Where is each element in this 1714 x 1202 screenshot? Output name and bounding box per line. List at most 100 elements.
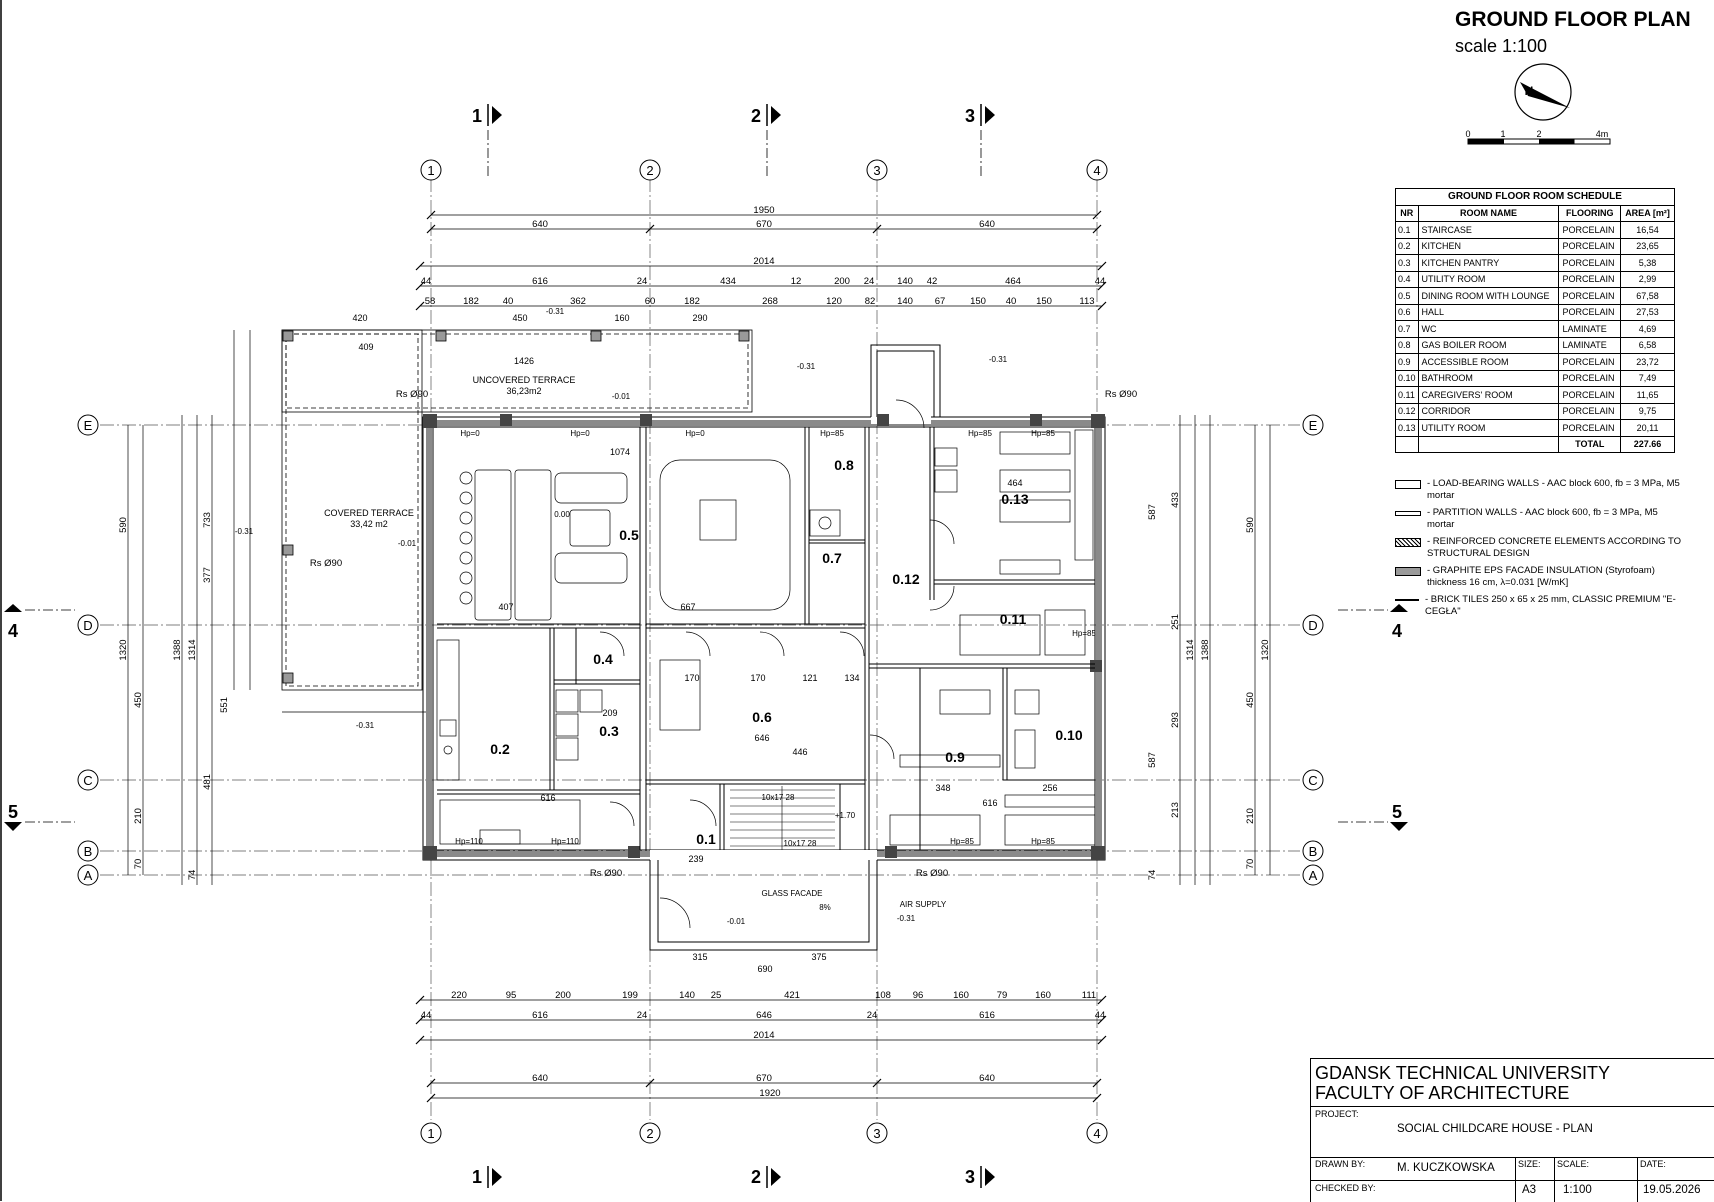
hp-1: Hp=0 [570,429,590,438]
room-0-10: 0.10 [1055,727,1082,743]
schedule-cell-area: 5,38 [1620,254,1675,272]
schedule-cell-nr: 0.11 [1395,386,1419,404]
dim-bot-r1-2: 200 [555,990,571,1001]
room-0-3: 0.3 [599,723,619,739]
legend-swatch [1395,567,1421,576]
schedule-cell-name: KITCHEN [1417,237,1560,255]
hp-4: Hp=85 [968,429,992,438]
dim-bot-r1-11: 160 [1035,990,1051,1001]
schedule-cell-name: GAS BOILER ROOM [1417,336,1560,354]
legend-swatch [1395,538,1421,547]
dim-top-bay-3: 640 [979,219,995,230]
level-6: -0.31 [797,362,816,371]
dim-left-inner-3: 481 [202,774,213,790]
schedule-cell-nr: 0.7 [1395,320,1419,338]
rs-label-1: Rs Ø90 [396,389,428,400]
schedule-cell-name: UTILITY ROOM [1417,419,1560,437]
inner-dim-8: 667 [680,602,695,612]
air-supply-label: AIR SUPPLY [900,900,947,909]
dim-top-r4-14: 113 [1079,296,1094,307]
project-label: PROJECT: [1315,1109,1359,1119]
dim-top-r3-9: 464 [1005,276,1021,287]
title-block: GDANSK TECHNICAL UNIVERSITY FACULTY OF A… [1310,1058,1714,1202]
size-label: SIZE: [1518,1159,1541,1169]
dim-top-r4-9: 140 [897,296,913,307]
grid-label-2-top: 2 [646,163,653,178]
scale-bar: 0 1 2 4m [1465,129,1611,145]
room-0-8: 0.8 [834,457,854,473]
title-block-institution: GDANSK TECHNICAL UNIVERSITY FACULTY OF A… [1315,1063,1610,1103]
level-10: +1.70 [835,811,856,820]
schedule-cell-flooring: LAMINATE [1558,320,1622,338]
scale-bar-2: 2 [1536,129,1541,139]
schedule-cell-flooring: PORCELAIN [1558,369,1622,387]
plan-title-block: GROUND FLOOR PLAN scale 1:100 [1455,8,1691,57]
inner-dim-19: 239 [688,854,703,864]
plan-scale: scale 1:100 [1455,36,1548,56]
bedroom-furniture [889,429,1096,846]
dim-right-1388: 1388 [1200,639,1211,660]
schedule-cell-name: CORRIDOR [1417,402,1560,420]
bottom-dimension-chains [415,995,1107,1103]
dim-bot-r2-2: 24 [637,1010,648,1021]
hp-5: Hp=85 [1031,429,1055,438]
dim-right-outer-3: 210 [1245,808,1256,824]
inner-dim-16: 690 [757,964,772,974]
level-0: -0.31 [546,307,565,316]
dim-bot-r1-1: 95 [506,990,517,1001]
hp-6: Hp=110 [455,837,483,846]
schedule-cell-name: UTILITY ROOM [1417,270,1560,288]
grid-label-d-left: D [83,618,92,633]
section-2-bottom: 2 [751,1167,761,1187]
schedule-cell-nr: 0.1 [1395,221,1419,239]
schedule-cell-name: HALL [1417,303,1560,321]
schedule-cell-area: 23,72 [1620,353,1675,371]
dim-right-outer-2: 450 [1245,692,1256,708]
date-value: 19.05.2026 [1643,1184,1701,1196]
glass-facade-label: GLASS FACADE [762,889,823,898]
dim-top-r4-6: 268 [762,296,778,307]
dim-left-inner-1: 377 [202,567,213,583]
inner-dim-0: 1074 [610,447,630,457]
uncovered-terrace-label: UNCOVERED TERRACE [473,375,576,385]
legend-item: - GRAPHITE EPS FACADE INSULATION (Styrof… [1395,565,1687,589]
schedule-cell-name: BATHROOM [1417,369,1560,387]
schedule-cell-area: 20,11 [1620,419,1675,437]
scale-bar-0: 0 [1465,129,1470,139]
schedule-cell-flooring: PORCELAIN [1558,386,1622,404]
section-2-top: 2 [751,106,761,126]
dim-right-inner-5: 213 [1170,802,1181,818]
level-9: -0.31 [897,914,916,923]
section-1-bottom: 1 [472,1167,482,1187]
dim-top-bay-1: 640 [532,219,548,230]
dim-top-r4-11: 150 [970,296,986,307]
grid-label-4-top: 4 [1093,163,1100,178]
dim-top-r4-7: 120 [826,296,842,307]
section-5-right: 5 [1392,802,1402,822]
inner-dim-12: 616 [540,793,555,803]
room-0-2: 0.2 [490,741,510,757]
date-label: DATE: [1640,1159,1666,1169]
plan-title: GROUND FLOOR PLAN [1455,8,1691,31]
section-4-left: 4 [8,621,18,641]
dim-right-outer-0: 590 [1245,517,1256,533]
hp-10: Hp=85 [1072,629,1096,638]
grid-bubbles [77,159,1324,1144]
dim-top-r4-1: 182 [463,296,479,307]
dim-top-r4-4: 60 [645,296,656,307]
level-2: 0.00 [554,510,570,519]
dim-left-1314: 1314 [187,639,198,660]
dim-bot-r1-10: 79 [997,990,1008,1001]
schedule-cell-name: WC [1417,320,1560,338]
schedule-cell-flooring: PORCELAIN [1558,221,1622,239]
dim-left-outer-4: 70 [133,859,144,870]
room-schedule-table: GROUND FLOOR ROOM SCHEDULE NR ROOM NAME … [1395,188,1675,453]
dim-right-inner-3: 293 [1170,712,1181,728]
dim-top-r3-1: 616 [532,276,548,287]
stair-label-2: 10x17 28 [784,839,817,848]
